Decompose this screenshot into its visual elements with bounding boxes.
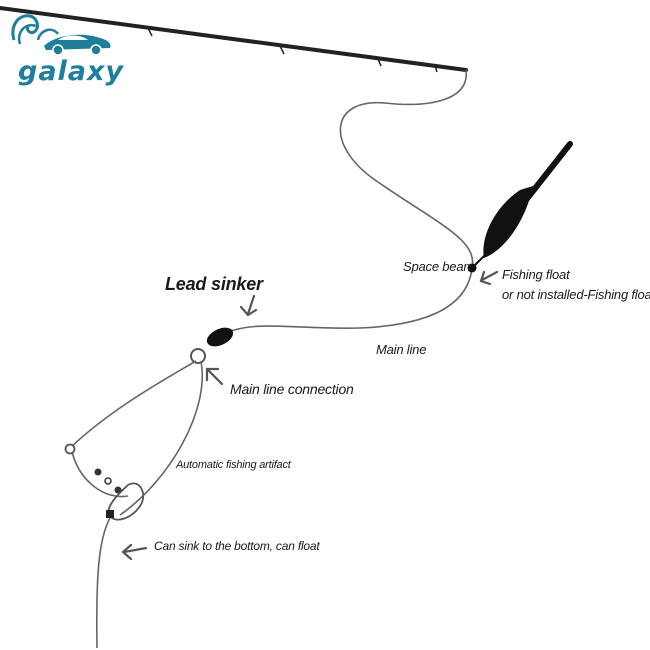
main-line-upper [339,69,474,269]
brand-logo-icon [11,14,111,56]
artifact-pivot-ring [64,443,76,455]
brand-name: galaxy [18,56,125,87]
rod-guide-1 [147,27,153,37]
label-main-line: Main line [376,342,427,357]
swivel-bead-2 [104,477,112,485]
fishing-rod [0,6,468,72]
arrow-sink-float [121,543,148,561]
clip-block [106,510,114,518]
lead-sinker [206,327,234,347]
float-body [483,186,533,258]
artifact-wire-right [119,360,203,516]
rod-guide-2 [279,45,285,55]
arrow-lead-sinker [239,294,258,317]
label-space-bean: Space bean [403,259,471,274]
main-line-lower [227,267,473,333]
connection-ring [190,348,206,364]
label-sink-or-float: Can sink to the bottom, can float [154,539,320,553]
label-main-line-connection: Main line connection [230,381,354,397]
arrow-connection [205,367,224,386]
label-lead-sinker: Lead sinker [165,274,263,294]
artifact-wire-lower [71,451,129,498]
artifact-wire-left [69,360,197,449]
hook-line [95,517,111,649]
spring-clip [107,482,145,521]
label-fishing-float: Fishing float [502,267,570,282]
arrow-space-bean [479,270,499,286]
rod-guide-4 [434,65,438,73]
label-fishing-float-optional: or not installed-Fishing float [502,287,650,302]
swivel-bead-1 [94,468,102,476]
rod-guide-3 [377,58,382,67]
label-automatic-fishing-artifact: Automatic fishing artifact [176,459,291,471]
space-bean [467,263,477,273]
